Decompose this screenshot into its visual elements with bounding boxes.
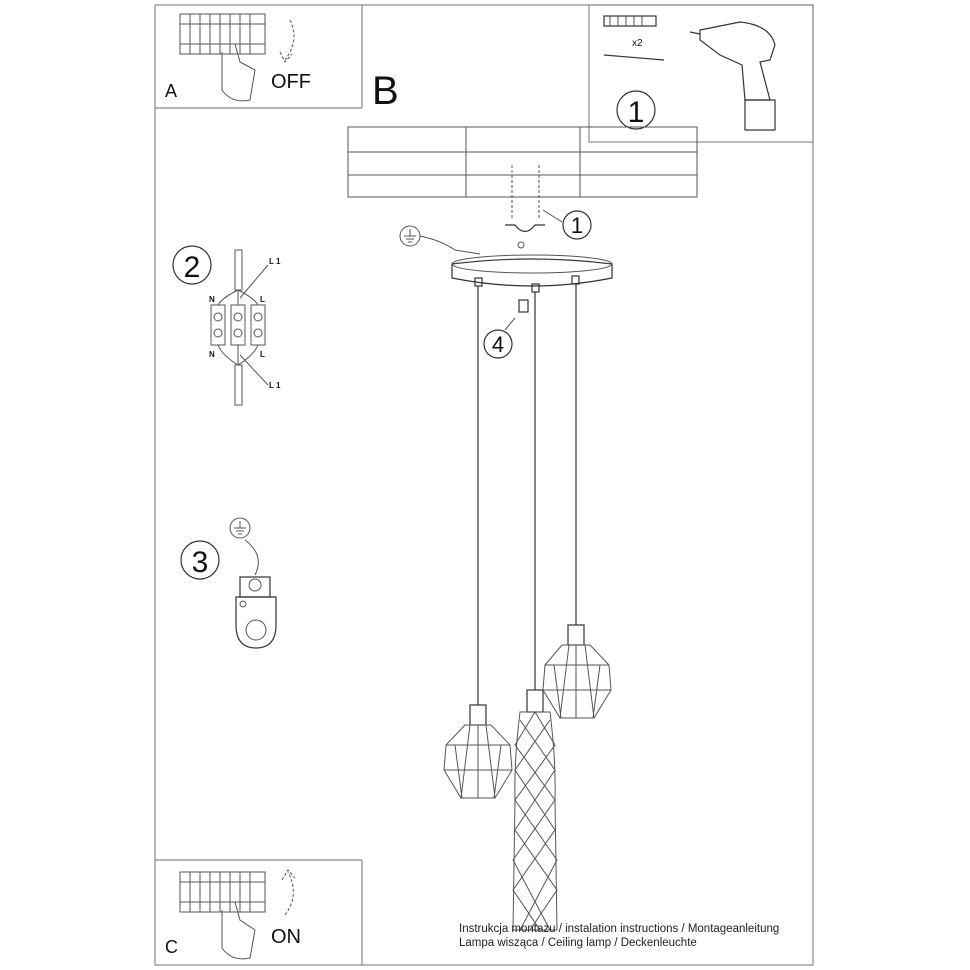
arrow-down-icon: [279, 19, 295, 63]
step1-badge: [616, 90, 656, 130]
step1-tools: x2 1: [603, 15, 776, 131]
wire-label-l-bottom: L: [260, 350, 265, 359]
bottle-lamp-center: [512, 689, 558, 931]
hand-icon: [221, 901, 256, 960]
off-label: OFF: [271, 71, 311, 93]
page-frame: [154, 4, 814, 966]
step1-callout-number: 1: [571, 213, 583, 238]
panel-a-letter: A: [165, 81, 177, 101]
step2-connector-diagram: 2 L 1 N L N L L 1: [172, 245, 281, 406]
drill-icon: [689, 21, 776, 131]
footer-line-2: Lampa wisząca / Ceiling lamp / Deckenleu…: [459, 937, 697, 949]
wall-plug-icon: [603, 15, 657, 27]
arrow-up-icon: [281, 869, 296, 916]
step4-badge: [483, 329, 513, 359]
cage-lamp-right: [542, 624, 612, 719]
ceiling-canopy: 4: [451, 254, 613, 359]
step4-number: 4: [492, 332, 504, 357]
terminal-block-icon: [210, 304, 266, 346]
ground-symbol-icon: [399, 225, 481, 255]
wire-label-n-bottom: N: [209, 350, 215, 359]
quantity-label: x2: [632, 38, 643, 49]
footer-line-1: Instrukcja montażu / instalation instruc…: [459, 923, 780, 935]
panel-c-switch-on: C ON: [165, 869, 301, 960]
step1-number: 1: [628, 96, 645, 129]
screw-icon: [603, 54, 665, 61]
mounting-bracket: 1: [505, 165, 592, 249]
step3-ground-terminal: 3: [180, 517, 277, 649]
step2-number: 2: [184, 251, 201, 284]
panel-c-letter: C: [165, 937, 178, 957]
ground-symbol-icon: [229, 517, 251, 539]
hand-icon: [221, 43, 256, 102]
step1-callout-badge: [562, 210, 592, 240]
wire-label-l1-top: L 1: [269, 257, 281, 266]
step3-badge: [180, 540, 220, 580]
footer-caption: Instrukcja montażu / instalation instruc…: [459, 922, 779, 950]
cage-lamp-left: [443, 704, 513, 799]
panel-a-switch-off: A OFF: [165, 13, 311, 102]
on-label: ON: [271, 926, 301, 948]
breaker-panel-icon: [179, 871, 266, 960]
breaker-panel-icon: [179, 13, 266, 102]
ceiling-illustration: [347, 126, 698, 198]
wire-label-l-top: L: [260, 295, 265, 304]
wire-label-l1-bottom: L 1: [269, 381, 281, 390]
step2-badge: [172, 245, 212, 285]
panel-b-letter: B: [372, 69, 399, 113]
wire-label-n-top: N: [209, 295, 215, 304]
ground-lug-icon: [235, 576, 277, 649]
step3-number: 3: [192, 546, 209, 579]
pendant-cables: [477, 284, 577, 705]
